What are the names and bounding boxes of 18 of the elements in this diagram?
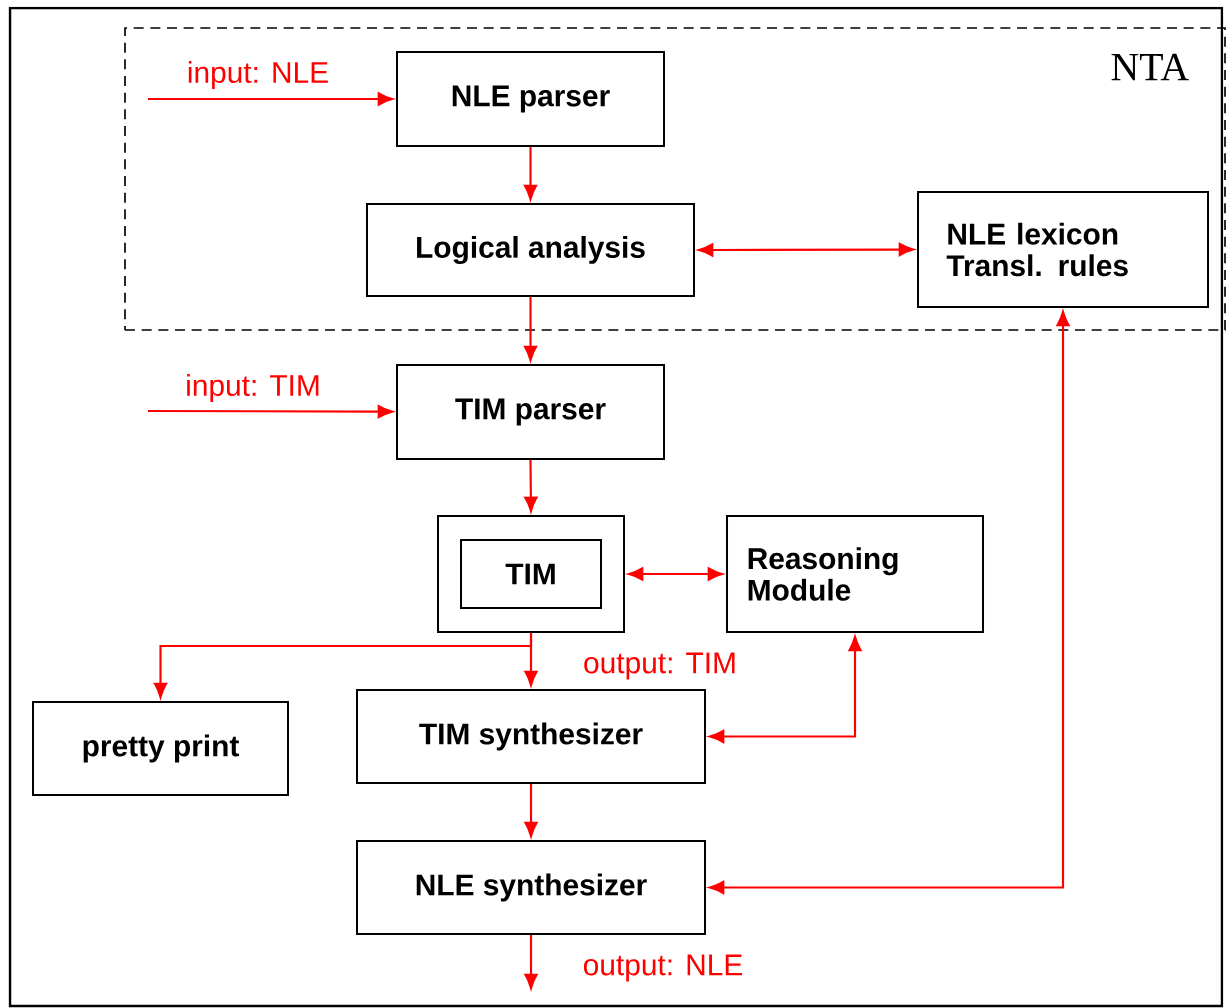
process-box: Logical analysis [366, 203, 695, 297]
edge-label: output: TIM [581, 650, 739, 682]
edge-label: output: NLE [581, 952, 745, 984]
arrow [524, 935, 538, 989]
edge-label: input: TIM [183, 372, 323, 404]
process-box: TIM parser [396, 364, 665, 460]
process-box: NLE parser [396, 51, 665, 147]
outer-box [437, 515, 625, 633]
lexicon-box: NLE lexicon Transl. rules [917, 191, 1209, 308]
arrow [524, 460, 538, 512]
arrow [148, 92, 393, 106]
arrow [524, 784, 538, 837]
process-box: pretty print [32, 701, 289, 796]
edge-label: input: NLE [185, 59, 331, 91]
arrow [628, 567, 723, 581]
process-box: NLE synthesizer [356, 840, 706, 935]
process-box: TIM synthesizer [356, 689, 706, 784]
inner-box: TIM [460, 539, 602, 609]
